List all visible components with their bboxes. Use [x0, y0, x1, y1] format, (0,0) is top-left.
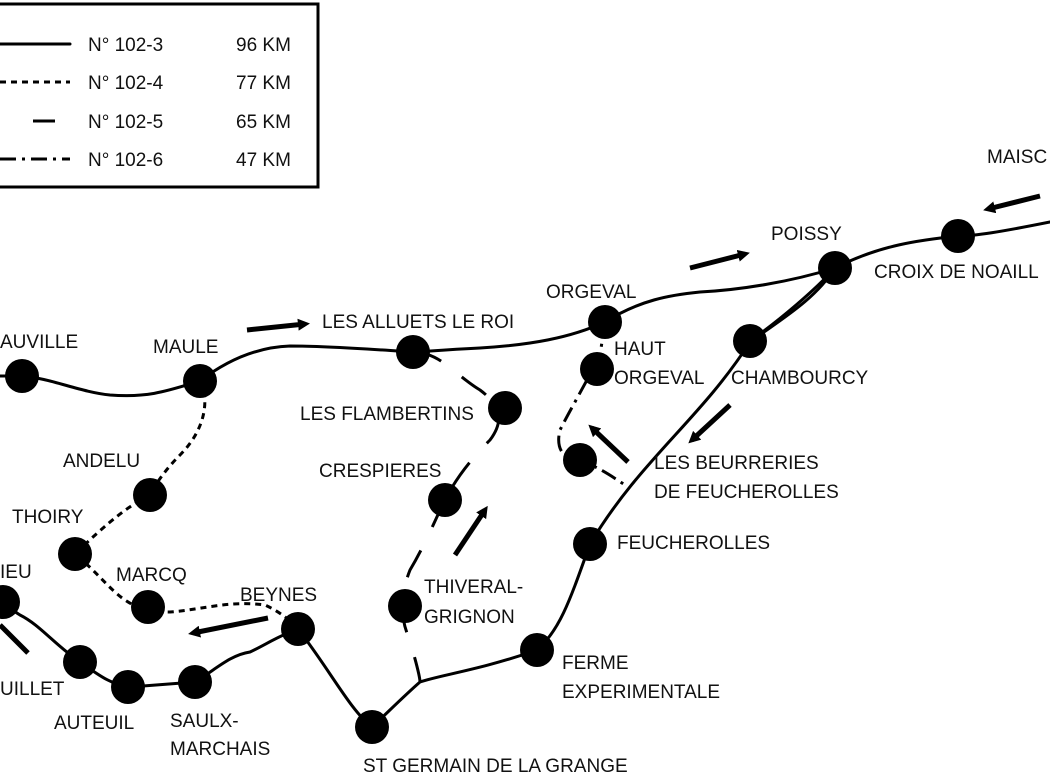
legend-route-distance: 65 KM: [236, 112, 291, 133]
legend-route-id: N° 102-5: [88, 112, 163, 133]
place-labels: MAISC POISSY CROIX DE NOAILL ORGEVAL HAU…: [0, 147, 1047, 777]
town-marker-icon: [111, 670, 145, 704]
place-label-crespieres: CRESPIERES: [319, 461, 441, 482]
direction-arrow-icon: [588, 424, 630, 464]
place-label-beynes: BEYNES: [240, 585, 317, 606]
town-marker-icon: [563, 443, 597, 477]
legend-route-id: N° 102-3: [88, 35, 163, 56]
legend-route-id: N° 102-6: [88, 150, 163, 171]
place-label-marcq: MARCQ: [116, 565, 187, 586]
town-marker-icon: [580, 352, 614, 386]
place-label-thoiry: THOIRY: [12, 507, 84, 528]
place-label-haut-orgeval: ORGEVAL: [614, 368, 704, 389]
town-marker-icon: [178, 665, 212, 699]
town-marker-icon: [131, 590, 165, 624]
town-markers: [0, 219, 975, 744]
town-marker-icon: [63, 645, 97, 679]
town-marker-icon: [0, 585, 20, 619]
legend: N° 102-3 96 KM N° 102-4 77 KM N° 102-5 6…: [0, 2, 320, 189]
direction-arrow-icon: [188, 615, 269, 638]
town-marker-icon: [396, 335, 430, 369]
town-marker-icon: [281, 612, 315, 646]
direction-arrow-icon: [983, 193, 1041, 214]
place-label-st-germain-de-la-grange: ST GERMAIN DE LA GRANGE: [363, 756, 628, 777]
town-marker-icon: [520, 633, 554, 667]
legend-route-distance: 47 KM: [236, 150, 291, 171]
route-102-5-flambertins: [412, 350, 501, 501]
legend-route-distance: 96 KM: [236, 35, 291, 56]
place-label-auville: AUVILLE: [0, 332, 78, 353]
town-marker-icon: [488, 391, 522, 425]
direction-arrow-icon: [452, 505, 488, 557]
place-label-ieu: IEU: [0, 562, 32, 583]
legend-route-distance: 77 KM: [236, 73, 291, 94]
town-marker-icon: [183, 364, 217, 398]
place-label-maisons: MAISC: [987, 147, 1047, 168]
place-label-uillet: UILLET: [0, 679, 65, 700]
place-label-les-beurreries: LES BEURRERIES: [654, 453, 819, 474]
town-marker-icon: [588, 305, 622, 339]
direction-arrow-icon: [688, 403, 732, 444]
direction-arrow-icon: [246, 318, 310, 333]
place-label-thiveral-grignon: GRIGNON: [424, 607, 515, 628]
place-label-croix-de-noailles: CROIX DE NOAILL: [874, 262, 1039, 283]
place-label-andelu: ANDELU: [63, 451, 140, 472]
place-label-orgeval: ORGEVAL: [546, 282, 636, 303]
place-label-haut-orgeval: HAUT: [614, 339, 666, 360]
route-102-4: [72, 380, 300, 630]
place-label-les-flambertins: LES FLAMBERTINS: [300, 404, 474, 425]
place-label-poissy: POISSY: [771, 224, 842, 245]
route-102-3-north: [0, 220, 1050, 398]
place-label-ferme-experimentale: EXPERIMENTALE: [562, 682, 720, 703]
place-label-chambourcy: CHAMBOURCY: [731, 368, 869, 389]
town-marker-icon: [428, 483, 462, 517]
legend-route-id: N° 102-4: [88, 73, 164, 94]
town-marker-icon: [133, 478, 167, 512]
place-label-les-beurreries: DE FEUCHEROLLES: [654, 482, 839, 503]
direction-arrow-icon: [689, 249, 750, 271]
town-marker-icon: [818, 251, 852, 285]
direction-arrow-icon: [0, 623, 30, 655]
place-label-saulx-marchais: MARCHAIS: [170, 739, 270, 760]
place-label-maule: MAULE: [153, 337, 218, 358]
town-marker-icon: [5, 359, 39, 393]
place-label-thiveral-grignon: THIVERAL-: [424, 577, 523, 598]
place-label-feucherolles: FEUCHEROLLES: [617, 533, 770, 554]
route-102-6: [557, 321, 626, 487]
town-marker-icon: [58, 537, 92, 571]
town-marker-icon: [941, 219, 975, 253]
town-marker-icon: [573, 527, 607, 561]
place-label-ferme-experimentale: FERME: [562, 653, 629, 674]
direction-arrows: [0, 193, 1041, 655]
town-marker-icon: [388, 589, 422, 623]
place-label-saulx-marchais: SAULX-: [170, 711, 239, 732]
place-label-les-alluets-le-roi: LES ALLUETS LE ROI: [322, 312, 514, 333]
place-label-auteuil: AUTEUIL: [54, 713, 134, 734]
town-marker-icon: [733, 324, 767, 358]
town-marker-icon: [355, 710, 389, 744]
